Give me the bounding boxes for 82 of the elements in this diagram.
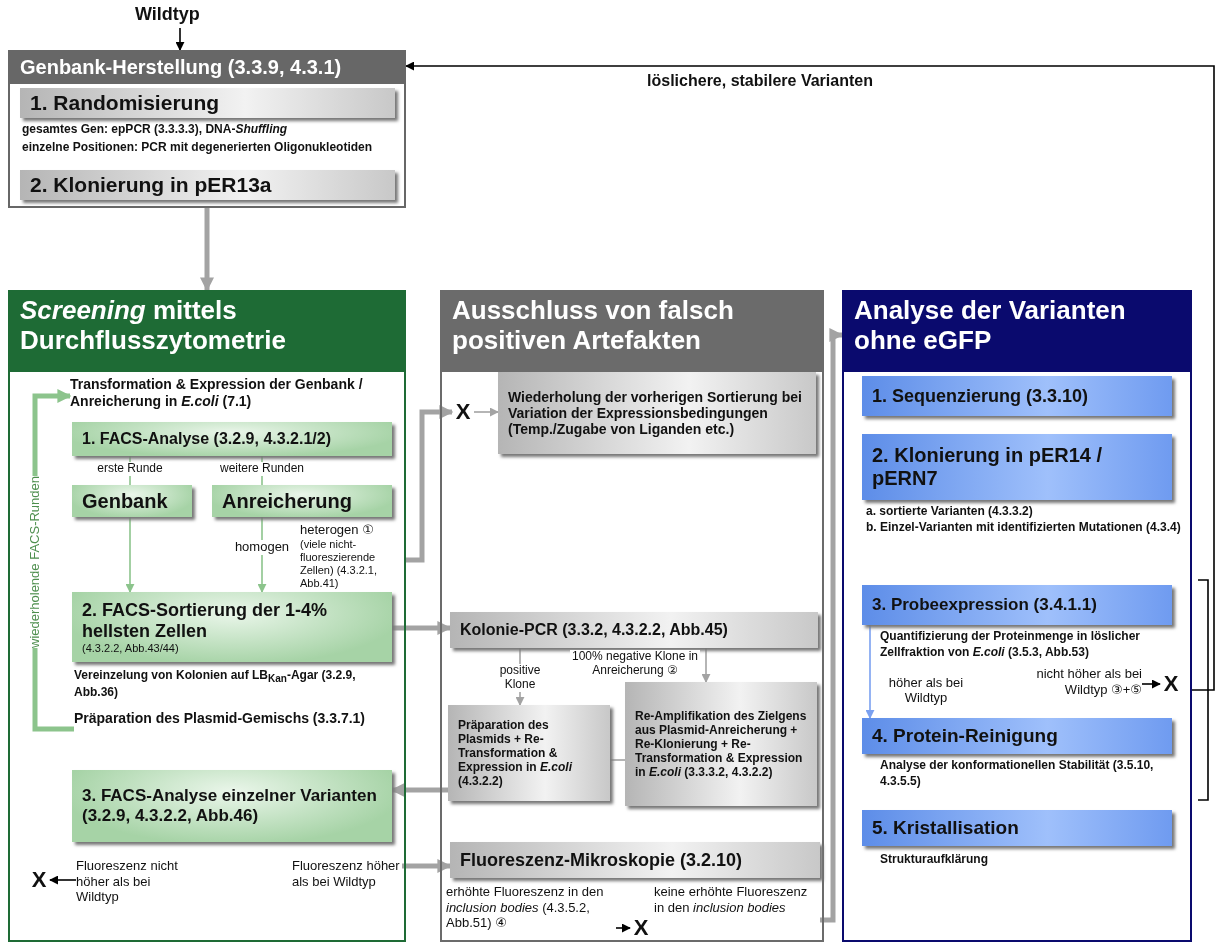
- step-title: Anreicherung: [222, 489, 354, 513]
- step-title: 1. Sequenzierung (3.3.10): [872, 385, 1090, 407]
- note-text: nicht höher als bei Wildtyp ③+⑤: [1020, 666, 1142, 702]
- arrow: [1141, 679, 1161, 689]
- process-box: [72, 485, 192, 517]
- step-title: 2. Klonierung in pER14 / pERN7: [872, 444, 1104, 490]
- arrow: [701, 647, 711, 683]
- step-title: 5. Kristallisation: [872, 817, 1020, 839]
- arrow: [392, 621, 452, 635]
- section-panel: [8, 290, 406, 942]
- node-caption: gesamtes Gen: epPCR (3.3.3.3), DNA-Shuffling: [22, 122, 289, 138]
- process-box: [625, 682, 817, 806]
- process-box: [72, 422, 392, 456]
- process-box: [862, 810, 1172, 846]
- step-title: 2. Klonierung in pER13a: [30, 173, 273, 197]
- process-box: [212, 485, 392, 517]
- section-title: Screening mittels Durchflusszytometrie: [10, 292, 404, 372]
- process-box: [20, 170, 395, 200]
- arrow: [865, 624, 875, 719]
- node-caption: Strukturaufklärung: [880, 852, 989, 868]
- process-box: [448, 705, 610, 801]
- arrow: [49, 875, 77, 885]
- note-text: heterogen ①: [300, 522, 375, 538]
- step-title: Wiederholung der vorherigen Sortierung bei Variation der Expressionsbedingungen (Temp./Zugabe von Liganden etc.): [508, 389, 803, 437]
- process-box: [450, 842, 820, 878]
- step-title: Präparation des Plasmids + Re-Transformation & Expression in E.coli (4.3.2.2): [458, 718, 574, 788]
- process-box: [862, 434, 1172, 500]
- step-title: Fluoreszenz-Mikroskopie (3.2.10): [460, 849, 744, 871]
- step-title: Genbank: [82, 489, 169, 513]
- node-caption: Quantifizierung der Proteinmenge in löslicher Zellfraktion von E.coli (3.5.3, Abb.53): [880, 629, 1142, 661]
- arrow: [473, 407, 499, 417]
- edge-label: 100% negative Klone in Anreicherung ②: [570, 650, 700, 678]
- process-box: [72, 770, 392, 842]
- reject-mark: X: [452, 400, 474, 424]
- note-text: keine erhöhte Fluoreszenz in den inclusion bodies: [654, 884, 820, 940]
- process-box: [862, 376, 1172, 416]
- note-text: Präparation des Plasmid-Gemischs (3.3.7.1): [74, 710, 394, 748]
- node-caption: Analyse der konformationellen Stabilität (3.5.10, 4.3.5.5): [880, 758, 1155, 790]
- arrow: [125, 516, 135, 593]
- node-caption: b. Einzel-Varianten mit identifizierten Mutationen (4.3.4): [866, 520, 1182, 536]
- step-title: 1. Randomisierung: [30, 91, 221, 115]
- arrow: [200, 208, 214, 292]
- note-text: Transformation & Expression der Genbank / Anreicherung in E.coli (7.1): [70, 376, 400, 416]
- process-box: [20, 88, 395, 118]
- section-title: Genbank-Herstellung (3.3.9, 4.3.1): [10, 52, 404, 84]
- arrow: [615, 923, 631, 933]
- reject-mark: X: [1160, 672, 1182, 696]
- node-caption: a. sortierte Varianten (4.3.3.2): [866, 504, 1034, 520]
- step-reference: (4.3.2.2, Abb.43/44): [82, 642, 180, 654]
- edge-label: homogen: [232, 540, 292, 555]
- node-caption: Vereinzelung von Kolonien auf LB$_{Kan}$-Agar (3.2.9, Abb.36): [74, 668, 357, 701]
- process-box: [498, 372, 816, 454]
- arrow: [404, 405, 454, 563]
- node-caption: einzelne Positionen: PCR mit degenerierten Oligonukleotiden: [22, 140, 374, 156]
- process-box: [450, 612, 818, 648]
- process-box: [862, 585, 1172, 625]
- step-title: 2. FACS-Sortierung der 1-4% hellsten Zellen: [82, 600, 329, 642]
- note-text: erhöhte Fluoreszenz in den inclusion bodies (4.3.5.2, Abb.51) ④: [446, 884, 616, 940]
- section-panel: [842, 290, 1192, 942]
- note-detail: (viele nicht-fluoreszierende Zellen) (4.3.2.1, Abb.41): [300, 537, 379, 591]
- step-title: Kolonie-PCR (3.3.2, 4.3.2.2, Abb.45): [460, 621, 729, 639]
- section-panel: [8, 50, 406, 208]
- note-text: Wildtyp: [135, 4, 225, 28]
- process-box: [72, 592, 392, 662]
- reject-mark: X: [630, 916, 652, 940]
- reject-mark: X: [28, 868, 50, 892]
- note-text: Fluoreszenz höher als bei Wildtyp: [292, 858, 402, 910]
- step-title: 1. FACS-Analyse (3.2.9, 4.3.2.1/2): [82, 430, 332, 448]
- step-title: Re-Amplifikation des Zielgens aus Plasmid-Anreicherung + Re-Klonierung + Re-Transformation & Expression in E.coli (3.3.3.2, 4.3.2.2): [635, 709, 807, 779]
- connector-line: [609, 759, 626, 761]
- step-title: 3. Probeexpression (3.4.1.1): [872, 595, 1098, 615]
- process-box: [862, 718, 1172, 754]
- arrow: [175, 27, 185, 51]
- arrow: [820, 328, 844, 923]
- step-title: 3. FACS-Analyse einzelner Varianten (3.2.9, 4.3.2.2, Abb.46): [82, 786, 378, 826]
- section-panel: [440, 290, 824, 942]
- section-title: Ausschluss von falsch positiven Artefakten: [442, 292, 822, 372]
- step-title: 4. Protein-Reinigung: [872, 725, 1059, 747]
- arrow: [402, 859, 452, 873]
- note-text: Fluoreszenz nicht höher als bei Wildtyp: [76, 858, 196, 910]
- arrow: [405, 61, 1215, 691]
- section-title: Analyse der Varianten ohne eGFP: [844, 292, 1190, 372]
